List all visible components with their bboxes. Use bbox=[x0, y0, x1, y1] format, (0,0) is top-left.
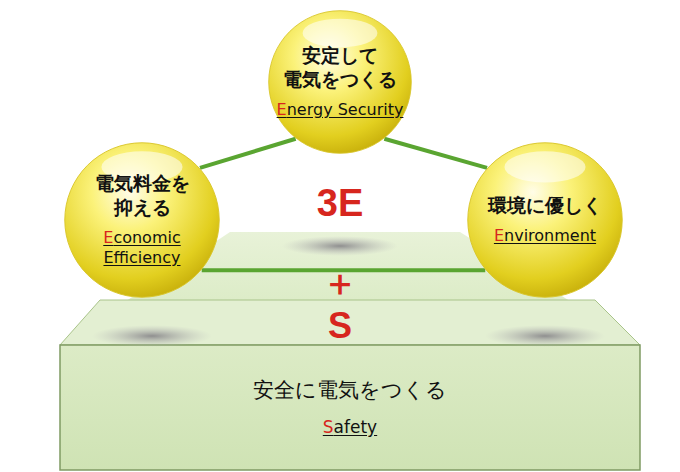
japanese-heading: 安全に電気をつくる bbox=[90, 377, 610, 403]
connector-line bbox=[200, 139, 296, 168]
japanese-heading: 環境に優しく bbox=[478, 194, 612, 218]
japanese-heading: 安定して 電気をつくる bbox=[276, 44, 404, 92]
sphere-shape bbox=[64, 142, 220, 298]
emblem-label: 3E bbox=[317, 184, 363, 222]
emblem-label: ＋ bbox=[322, 265, 358, 301]
sphere-shape bbox=[467, 142, 623, 298]
economy-sphere: 電気料金を 抑える Economic Efficiency bbox=[64, 142, 220, 298]
triangle-edge bbox=[200, 139, 296, 168]
english-term: Safety bbox=[90, 417, 610, 438]
shadow bbox=[92, 325, 212, 347]
japanese-heading: 電気料金を 抑える bbox=[77, 172, 207, 220]
shadow bbox=[282, 236, 398, 256]
emblem-label: S bbox=[328, 308, 352, 344]
english-term: Economic Efficiency bbox=[77, 228, 207, 268]
slab-front bbox=[60, 345, 640, 470]
shadow bbox=[485, 325, 605, 347]
environment-sphere: 環境に優しく Environment bbox=[467, 142, 623, 298]
english-term: Energy Security bbox=[276, 100, 404, 120]
triangle-edge bbox=[384, 139, 487, 168]
floor-triangle bbox=[232, 140, 458, 232]
english-term: Environment bbox=[478, 226, 612, 246]
connector-line bbox=[384, 139, 487, 168]
energy-sphere: 安定して 電気をつくる Energy Security bbox=[268, 10, 412, 154]
safety-base: 安全に電気をつくる Safety bbox=[60, 345, 640, 470]
